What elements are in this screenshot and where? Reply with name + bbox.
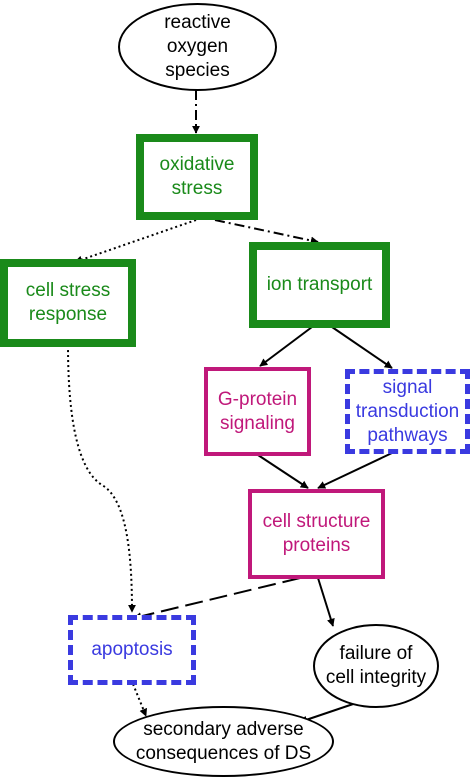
node-oxidative-stress: oxidative stress: [136, 134, 258, 220]
node-g-protein-signaling: G-protein signaling: [204, 367, 311, 456]
node-cell-structure-proteins: cell structure proteins: [248, 489, 385, 579]
node-secondary-adverse-consequences-label: secondary adverse consequences of DS: [135, 718, 312, 764]
edge-cell-structure-to-apoptosis: [133, 577, 301, 621]
edge-cell-stress-response-to-apoptosis: [67, 344, 136, 613]
edge-oxidative-stress-to-cell-stress-response: [74, 219, 197, 264]
edge-apoptosis-to-secondary: [132, 683, 147, 717]
edge-ion-transport-to-g-protein: [259, 326, 313, 367]
edge-ion-transport-to-signal-transduction: [331, 326, 393, 369]
node-ion-transport: ion transport: [249, 242, 390, 328]
node-signal-transduction-pathways-label: signal transduction pathways: [355, 376, 460, 446]
node-ion-transport-label: ion transport: [266, 274, 373, 295]
node-oxidative-stress-label: oxidative stress: [159, 154, 235, 199]
node-cell-stress-response-label: cell stress response: [25, 280, 111, 325]
node-failure-of-cell-integrity-label: failure of cell integrity: [325, 643, 427, 688]
node-reactive-oxygen-species-label: reactive oxygen species: [164, 12, 231, 81]
node-cell-structure-proteins-label: cell structure proteins: [262, 511, 371, 556]
node-signal-transduction-pathways: signal transduction pathways: [345, 369, 470, 454]
node-apoptosis: apoptosis: [68, 615, 196, 685]
node-reactive-oxygen-species: reactive oxygen species: [118, 3, 277, 91]
edge-signal-transduction-to-cell-structure: [317, 452, 393, 489]
node-apoptosis-label: apoptosis: [91, 639, 173, 660]
node-g-protein-signaling-label: G-protein signaling: [217, 388, 298, 434]
edge-g-protein-to-cell-structure: [257, 454, 309, 489]
edge-oxidative-stress-to-ion-transport: [214, 219, 319, 245]
edge-cell-structure-to-failure: [317, 577, 335, 627]
node-secondary-adverse-consequences: secondary adverse consequences of DS: [113, 706, 334, 777]
node-cell-stress-response: cell stress response: [0, 259, 136, 347]
node-failure-of-cell-integrity: failure of cell integrity: [313, 624, 439, 708]
